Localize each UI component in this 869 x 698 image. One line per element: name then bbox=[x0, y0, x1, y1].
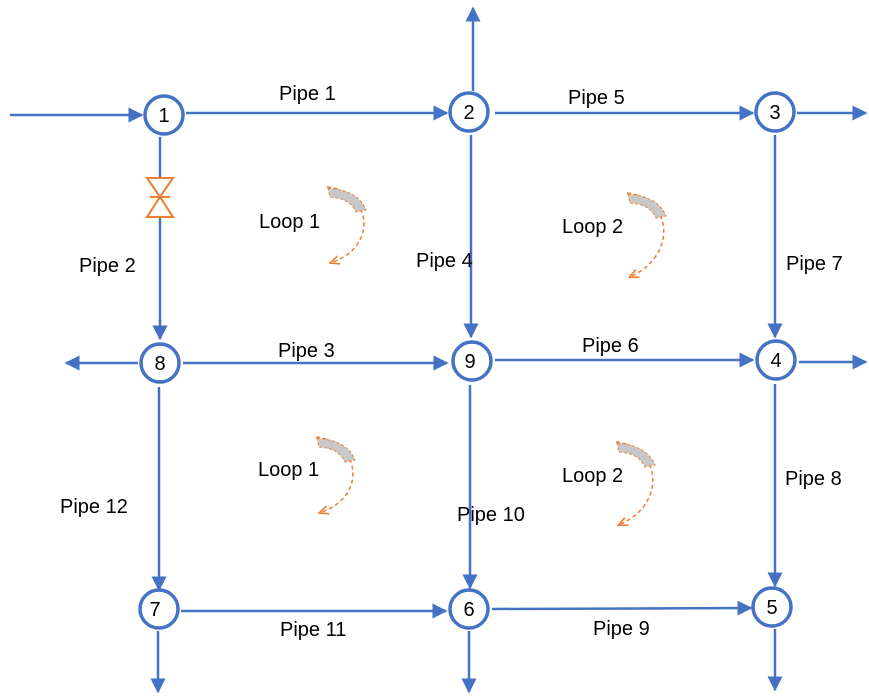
pipe-9-line bbox=[491, 600, 753, 616]
pipe-11-label: Pipe 11 bbox=[280, 619, 346, 641]
node-6: 6 bbox=[448, 588, 490, 630]
pipe-1-label: Pipe 1 bbox=[279, 83, 336, 105]
pipe-10-label: Pipe 10 bbox=[457, 504, 525, 526]
node-1-label: 1 bbox=[158, 105, 169, 127]
loop-2-lower-arrow bbox=[615, 441, 656, 524]
pipe-4-label: Pipe 4 bbox=[416, 250, 473, 272]
pipe-12-label: Pipe 12 bbox=[60, 496, 128, 518]
node-7-label: 7 bbox=[149, 599, 160, 621]
loop-1-upper-arrow bbox=[326, 186, 367, 262]
pipe-3-label: Pipe 3 bbox=[278, 340, 335, 362]
loop-2-lower-label: Loop 2 bbox=[562, 465, 623, 487]
node-2: 2 bbox=[448, 91, 490, 133]
node-1: 1 bbox=[143, 94, 185, 136]
node-4-label: 4 bbox=[770, 350, 781, 372]
node-8: 8 bbox=[139, 342, 181, 384]
node-8-label: 8 bbox=[154, 353, 165, 375]
node-7: 7 bbox=[138, 588, 180, 630]
loop-2-upper-label: Loop 2 bbox=[562, 216, 623, 238]
node-5-label: 5 bbox=[766, 597, 777, 619]
node-3-label: 3 bbox=[769, 102, 780, 124]
node-2-label: 2 bbox=[463, 102, 474, 124]
loop-1-upper-label: Loop 1 bbox=[259, 211, 320, 233]
pipe-7-label: Pipe 7 bbox=[786, 253, 843, 275]
loop-2-upper-arrow bbox=[626, 192, 667, 276]
node-4: 4 bbox=[755, 339, 797, 381]
pipe-9-label: Pipe 9 bbox=[593, 618, 650, 640]
node-3: 3 bbox=[754, 91, 796, 133]
pipe-8-label: Pipe 8 bbox=[785, 468, 842, 490]
valve-icon bbox=[145, 177, 175, 218]
loop-1-lower-label: Loop 1 bbox=[258, 459, 319, 481]
node-5: 5 bbox=[751, 586, 793, 628]
pipe-6-label: Pipe 6 bbox=[582, 335, 639, 357]
node-9: 9 bbox=[451, 340, 493, 382]
pipe-2-label: Pipe 2 bbox=[79, 255, 136, 277]
loop-1-lower-arrow bbox=[315, 436, 356, 512]
node-6-label: 6 bbox=[463, 599, 474, 621]
node-9-label: 9 bbox=[464, 351, 475, 373]
pipe-5-label: Pipe 5 bbox=[568, 87, 625, 109]
